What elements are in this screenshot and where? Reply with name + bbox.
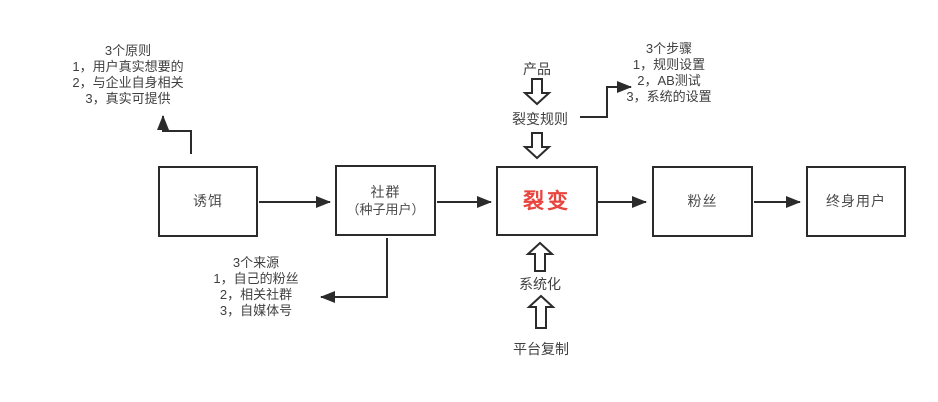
block-arrow-down-product-icon <box>522 78 552 106</box>
block-arrow-up-platform-icon <box>526 294 556 329</box>
arrow-rules-to-steps <box>580 81 632 118</box>
node-community-label: 社群 <box>370 183 401 200</box>
block-arrow-up-systematization-icon <box>525 241 555 272</box>
note-principles-item: 3，真实可提供 <box>85 91 171 106</box>
node-community-sublabel: （种子用户） <box>346 201 425 217</box>
note-sources: 3个来源 1，自己的粉丝 2，相关社群 3，自媒体号 <box>213 255 298 319</box>
note-principles: 3个原则 1，用户真实想要的 2，与企业自身相关 3，真实可提供 <box>72 43 183 107</box>
note-steps: 3个步骤 1，规则设置 2，AB测试 3，系统的设置 <box>626 41 711 105</box>
label-fission-rules: 裂变规则 <box>512 111 568 127</box>
note-sources-item: 3，自媒体号 <box>219 303 293 318</box>
arrow-bait-to-principles <box>157 115 192 154</box>
node-lifetime-user-label: 终身用户 <box>826 193 886 209</box>
note-steps-title: 3个步骤 <box>645 41 693 56</box>
label-systematization: 系统化 <box>519 276 561 292</box>
label-platform-copy: 平台复制 <box>513 341 569 357</box>
note-sources-item: 1，自己的粉丝 <box>213 271 299 286</box>
note-principles-item: 2，与企业自身相关 <box>72 75 184 90</box>
node-fans: 粉丝 <box>652 166 753 237</box>
label-product: 产品 <box>523 61 551 77</box>
note-sources-title: 3个来源 <box>232 255 280 270</box>
block-arrow-down-rules-icon <box>522 132 552 160</box>
node-fans-label: 粉丝 <box>687 193 718 209</box>
note-steps-item: 2，AB测试 <box>637 73 701 88</box>
node-community: 社群 （种子用户） <box>335 165 436 236</box>
note-steps-item: 3，系统的设置 <box>626 89 712 104</box>
node-lifetime-user: 终身用户 <box>806 166 906 237</box>
note-principles-item: 1，用户真实想要的 <box>72 59 184 74</box>
node-bait: 诱饵 <box>158 166 258 237</box>
node-fission: 裂变 <box>496 166 598 236</box>
note-sources-item: 2，相关社群 <box>219 287 293 302</box>
node-fission-label: 裂变 <box>523 189 571 213</box>
node-bait-label: 诱饵 <box>193 193 223 209</box>
arrow-community-to-sources <box>320 238 388 303</box>
note-steps-item: 1，规则设置 <box>632 57 706 72</box>
note-principles-title: 3个原则 <box>104 43 152 58</box>
